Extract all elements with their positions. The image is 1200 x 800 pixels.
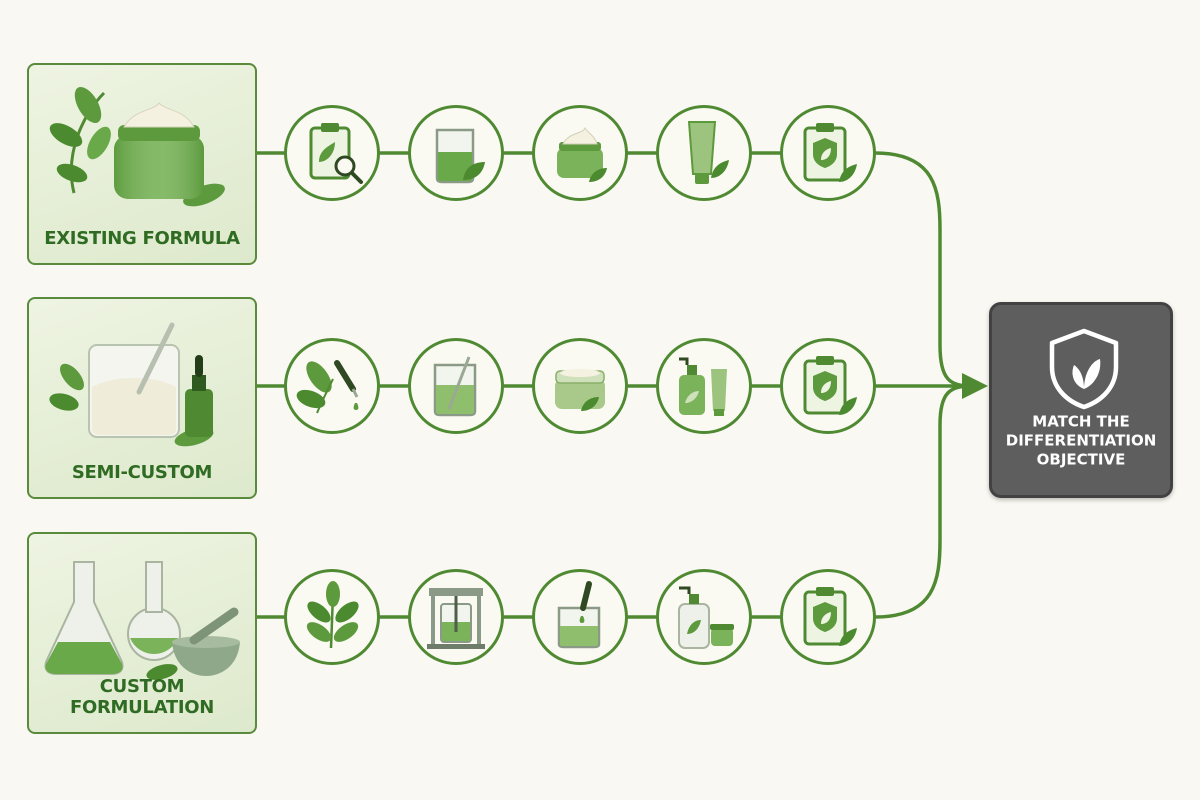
step-clipboard-search <box>284 105 380 201</box>
step-beaker-stir <box>408 338 504 434</box>
start-card-semi-custom: SEMI-CUSTOM <box>27 297 257 499</box>
path-label-custom-formulation: CUSTOM FORMULATION <box>69 676 215 718</box>
step-mixer-machine <box>408 569 504 665</box>
cream-beaker-dropper-illustration <box>49 322 214 447</box>
clipboard-search-icon <box>309 123 363 184</box>
leaf-icon <box>306 581 359 649</box>
clipboard-shield-icon <box>803 356 857 415</box>
step-cream-jar-leaf <box>532 338 628 434</box>
pump-bottle-tube-icon <box>679 357 727 416</box>
step-beaker-dropper <box>532 569 628 665</box>
beaker-leaf-icon <box>435 128 485 184</box>
shield-leaf-icon <box>1049 328 1119 410</box>
tube-leaf-icon <box>687 121 729 184</box>
arrow-head <box>962 373 988 399</box>
step-pump-bottle-jar <box>656 569 752 665</box>
beaker-dropper-icon <box>557 581 601 649</box>
cream-jar-leaf-icon <box>555 369 605 411</box>
cream-jar-icon <box>557 126 607 182</box>
step-clipboard-shield <box>780 338 876 434</box>
step-tube-leaf <box>656 105 752 201</box>
beaker-stir-icon <box>433 356 477 417</box>
step-cream-jar <box>532 105 628 201</box>
lab-flasks-mortar-illustration <box>44 561 240 680</box>
path-label-existing-formula: EXISTING FORMULA <box>44 228 240 249</box>
step-leaf <box>284 569 380 665</box>
goal-label: MATCH THE DIFFERENTIATION OBJECTIVE <box>1005 412 1157 469</box>
leaf-dropper-icon <box>296 360 359 414</box>
pump-bottle-jar-icon <box>678 586 734 649</box>
goal-box: MATCH THE DIFFERENTIATION OBJECTIVE <box>989 302 1173 498</box>
start-card-custom-formulation: CUSTOM FORMULATION <box>27 532 257 734</box>
step-leaf-dropper <box>284 338 380 434</box>
step-clipboard-shield <box>780 569 876 665</box>
clipboard-shield-icon <box>803 587 857 646</box>
cream-jar-leaves-illustration <box>49 86 225 207</box>
path-label-semi-custom: SEMI-CUSTOM <box>71 462 213 483</box>
clipboard-shield-icon <box>803 123 857 182</box>
mixer-machine-icon <box>427 588 485 649</box>
start-card-existing-formula: EXISTING FORMULA <box>27 63 257 265</box>
step-beaker-leaf <box>408 105 504 201</box>
step-pump-bottle-tube <box>656 338 752 434</box>
step-clipboard-shield <box>780 105 876 201</box>
